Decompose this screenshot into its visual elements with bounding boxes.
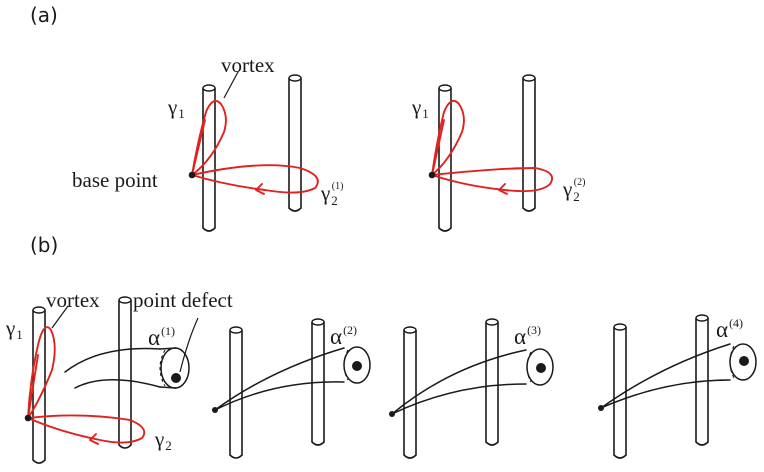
gamma2-loop	[191, 164, 319, 194]
gamma1-label: γ1	[5, 316, 23, 342]
direction-arrow	[255, 183, 265, 195]
vortex-rod	[485, 318, 499, 446]
direction-arrow	[89, 433, 99, 445]
vortex-rod	[695, 314, 709, 446]
base-point-dot	[598, 405, 604, 411]
point-defect-dot	[739, 356, 749, 366]
panel-a-right: γ1 γ2(2)	[411, 74, 585, 232]
gamma2-label: γ2	[154, 427, 172, 453]
alpha3-label: α(3)	[514, 323, 541, 349]
gamma2-1-label: γ2(1)	[320, 181, 343, 208]
defect-tube	[214, 347, 345, 411]
point-defect-label: point defect	[133, 288, 233, 312]
vortex-rod	[32, 306, 46, 464]
gamma1-loop	[431, 99, 465, 176]
defect-tube	[391, 349, 527, 415]
base-point-dot	[212, 407, 218, 413]
alpha4-label: α(4)	[716, 316, 743, 342]
vortex-rod	[522, 74, 536, 212]
defect-tube	[64, 347, 161, 373]
gamma1-loop	[191, 99, 227, 176]
vortex-label: vortex	[46, 288, 100, 312]
point-defect-dot	[536, 363, 546, 373]
panel-a-left: vortex base point γ1 γ2(1)	[72, 53, 343, 232]
panel-a-label: (a)	[30, 3, 58, 27]
base-point-dot	[188, 171, 196, 179]
defect-tube	[600, 343, 731, 409]
panel-b-3: α(3)	[389, 318, 554, 459]
vortex-rod	[229, 326, 243, 459]
gamma2-loop	[27, 414, 146, 444]
gamma1-label: γ1	[167, 95, 185, 121]
base-point-dot	[24, 414, 32, 422]
panel-b-1: vortex point defect γ1 γ2 α(1)	[5, 288, 233, 464]
vortex-rod	[288, 74, 302, 212]
panel-b-4: α(4)	[598, 314, 757, 459]
direction-arrow	[498, 183, 508, 195]
point-defect-dot	[171, 373, 181, 383]
point-defect-pointer	[179, 317, 199, 373]
alpha1-label: α(1)	[148, 324, 175, 350]
gamma1-label: γ1	[411, 95, 429, 121]
vortex-rod	[403, 326, 417, 459]
base-point-dot	[389, 411, 395, 417]
gamma1-loop	[27, 326, 56, 419]
vortex-pointer	[223, 71, 239, 99]
gamma2-2-label: γ2(2)	[562, 177, 585, 204]
vortex-rod	[311, 318, 325, 446]
alpha2-label: α(2)	[330, 323, 357, 349]
panel-b-2: α(2)	[212, 318, 371, 459]
gamma2-loop	[431, 167, 553, 193]
base-point-dot	[428, 171, 436, 179]
vortex-rod	[118, 296, 132, 449]
base-point-label: base point	[72, 168, 158, 192]
panel-b-label: (b)	[30, 233, 58, 257]
vortex-label: vortex	[221, 53, 275, 77]
vortex-rod	[613, 323, 627, 459]
vortex-pointer	[51, 305, 69, 329]
vortex-rod	[438, 84, 452, 232]
point-defect-dot	[352, 361, 362, 371]
